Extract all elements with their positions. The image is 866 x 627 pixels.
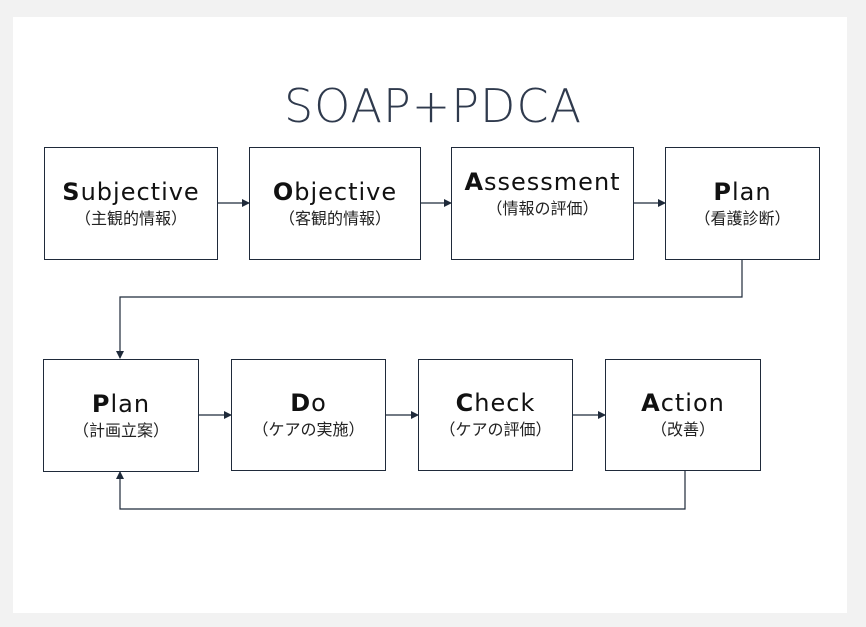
check-box: Check （ケアの評価）	[418, 359, 573, 471]
diagram-title: SOAP+PDCA	[283, 79, 583, 133]
box-heading: Subjective	[62, 177, 200, 206]
do-box: Do （ケアの実施）	[231, 359, 386, 471]
box-subtitle: （客観的情報）	[278, 208, 391, 228]
box-subtitle: （看護診断）	[694, 208, 791, 228]
box-subtitle: （改善）	[650, 420, 715, 439]
box-heading: Check	[455, 389, 536, 417]
subjective-box: Subjective （主観的情報）	[44, 147, 218, 260]
box-subtitle: （ケアの実施）	[252, 420, 365, 439]
objective-box: Objective （客観的情報）	[249, 147, 421, 260]
box-heading: Do	[290, 389, 327, 417]
box-heading: Action	[641, 389, 725, 417]
box-subtitle: （情報の評価）	[486, 199, 599, 218]
box-heading: Assessment	[464, 168, 621, 196]
box-subtitle: （計画立案）	[72, 420, 169, 440]
pdca-plan-box: Plan （計画立案）	[43, 359, 199, 472]
assessment-box: Assessment （情報の評価）	[451, 147, 634, 260]
box-heading: Plan	[91, 389, 151, 418]
soap-plan-box: Plan （看護診断）	[665, 147, 820, 260]
box-heading: Plan	[713, 177, 772, 206]
box-subtitle: （ケアの評価）	[439, 420, 552, 439]
action-box: Action （改善）	[605, 359, 761, 471]
box-heading: Objective	[272, 177, 398, 206]
box-subtitle: （主観的情報）	[74, 208, 187, 228]
